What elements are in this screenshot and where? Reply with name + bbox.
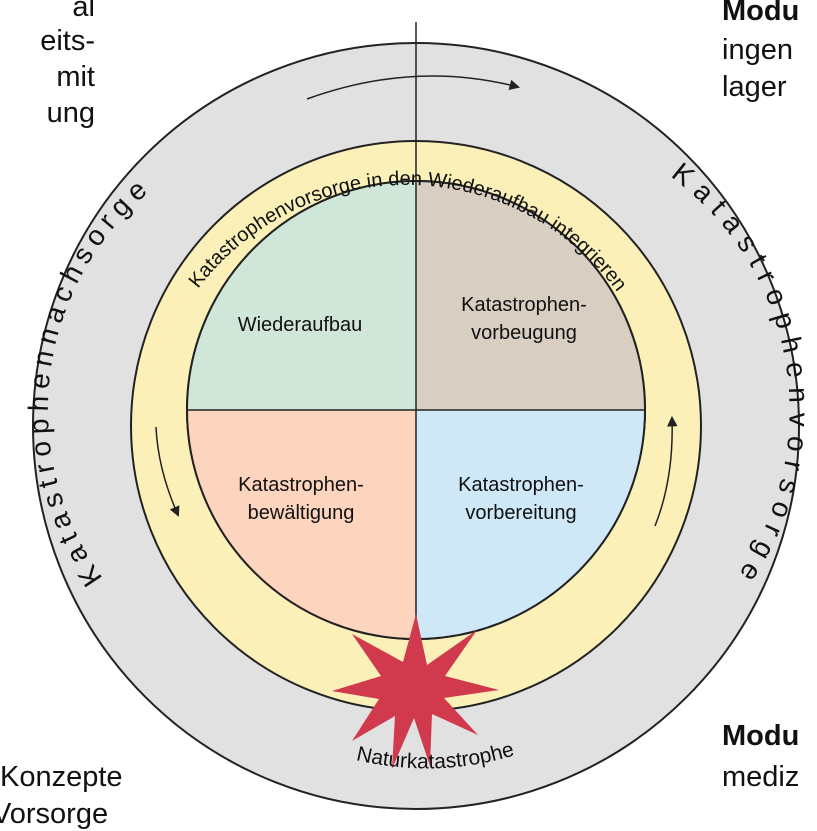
arrow-right	[654, 415, 678, 527]
quadrant-top-right	[416, 181, 645, 410]
right-bottom-heading: Modu	[722, 720, 800, 752]
left-top-line-2: eits-	[40, 25, 95, 57]
right-top-line-2: lager	[722, 71, 787, 103]
label-bewaeltigung-2: bewältigung	[248, 502, 355, 524]
arrow-left	[155, 426, 180, 517]
arrow-top	[306, 75, 521, 100]
label-vorbeugung-2: vorbeugung	[471, 322, 577, 344]
left-top-line-4: ung	[46, 97, 95, 129]
right-top-line-1: ingen	[722, 34, 793, 66]
quadrant-bottom-left	[187, 410, 416, 639]
left-top-line-3: mit	[56, 61, 95, 93]
label-wiederaufbau: Wiederaufbau	[238, 314, 363, 336]
right-bottom-line-1: mediz	[722, 761, 800, 793]
right-top-heading: Modu	[722, 0, 800, 27]
left-bottom-line-1: Konzepte	[0, 761, 123, 793]
label-vorbeugung-1: Katastrophen-	[461, 294, 587, 316]
disaster-starburst-icon	[332, 614, 499, 769]
label-bewaeltigung-1: Katastrophen-	[238, 474, 364, 496]
quadrant-top-left	[187, 181, 416, 410]
quadrant-bottom-right	[416, 410, 645, 639]
label-vorbereitung-1: Katastrophen-	[458, 474, 584, 496]
left-top-line-1: al	[72, 0, 95, 23]
label-vorbereitung-2: vorbereitung	[465, 502, 576, 524]
